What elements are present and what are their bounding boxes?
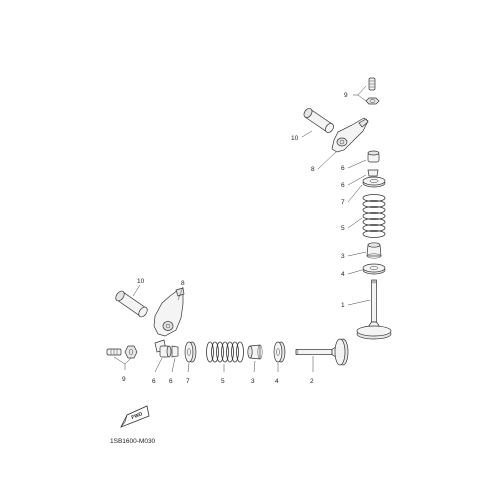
rocker-arm-right [331,117,369,153]
callout-left-8: 8 [181,280,185,287]
callout-right-7: 7 [341,199,345,206]
fwd-arrow-icon: FWD [120,405,150,428]
callout-left-3: 3 [251,378,255,385]
spring-seat-left [273,341,286,363]
callout-right-10: 10 [291,135,299,142]
valve-left [295,338,349,366]
callout-right-3: 3 [341,253,345,260]
callout-right-9: 9 [344,92,348,99]
callout-left-10: 10 [137,278,145,285]
callout-right-6b: 6 [341,182,345,189]
locknut-left [124,345,138,359]
locknut-right [365,97,380,105]
callout-right-5: 5 [341,225,345,232]
fwd-label: FWD [131,411,144,421]
diagram-code: 1SB1600-M030 [110,438,156,445]
adjuster-screw-right [368,77,376,91]
rocker-arm-left [153,287,185,353]
callout-right-4: 4 [341,271,345,278]
callout-left-6a: 6 [152,378,156,385]
rocker-shaft-left [115,290,148,318]
valve-collet-right [367,169,379,177]
spring-seat-right [362,263,386,275]
valve-collet-left [171,345,179,358]
valve-right [356,279,392,340]
callout-right-1: 1 [341,302,345,309]
callout-right-6a: 6 [341,165,345,172]
adjuster-screw-left [106,348,122,356]
callout-right-8: 8 [311,166,315,173]
stem-seal-right [366,242,382,259]
spring-retainer-right [362,176,386,188]
callout-left-7: 7 [186,378,190,385]
valve-cap-right [367,150,380,163]
valve-spring-left [206,341,244,363]
callout-left-6b: 6 [169,378,173,385]
rocker-shaft-right [303,108,334,133]
valve-spring-right [362,194,386,238]
callout-left-2: 2 [310,378,314,385]
stem-seal-left [247,344,263,360]
callout-left-9: 9 [122,376,126,383]
callout-left-4: 4 [275,378,279,385]
spring-retainer-left [184,341,197,363]
callout-left-5: 5 [221,378,225,385]
valve-cap-left [159,345,172,358]
